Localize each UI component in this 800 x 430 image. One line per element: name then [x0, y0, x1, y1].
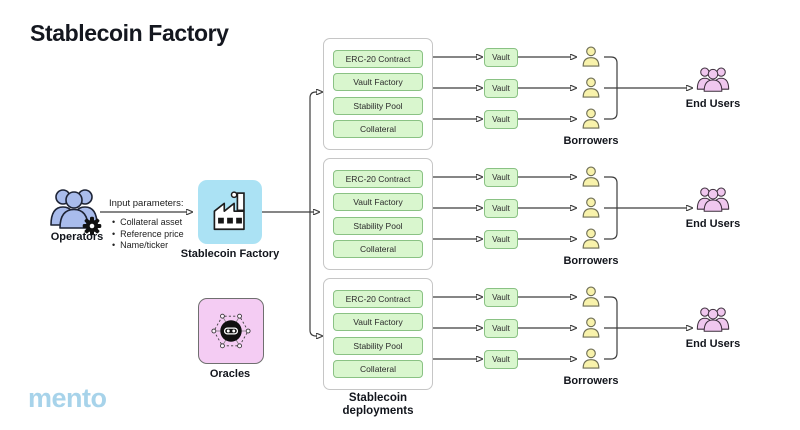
- component-box-collateral: Collateral: [333, 119, 423, 138]
- deployment-row: ERC-20 Contract Vault Factory Stability …: [323, 278, 743, 390]
- input-parameters-label: Input parameters:: [109, 198, 184, 209]
- factory-label: Stablecoin Factory: [180, 248, 280, 260]
- borrower-person-icon: [582, 317, 600, 338]
- borrowers-label: Borrowers: [563, 375, 619, 387]
- end-users-people-icon: [696, 187, 730, 212]
- vault-box: Vault: [484, 168, 518, 187]
- deployments-caption-line1: Stablecoin: [348, 392, 408, 404]
- end-users-node: End Users: [673, 66, 753, 111]
- component-box-collateral: Collateral: [333, 239, 423, 258]
- input-parameters-list: Collateral asset Reference price Name/ti…: [112, 217, 184, 252]
- vault-box: Vault: [484, 110, 518, 129]
- gear-icon: [82, 216, 102, 236]
- end-users-people-icon: [696, 307, 730, 332]
- operators-people-gear-icon: [50, 189, 102, 236]
- factory-icon: [213, 191, 245, 231]
- input-parameter-item: Name/ticker: [112, 240, 184, 252]
- deployments-caption-line2: deployments: [342, 405, 414, 418]
- oracles-label: Oracles: [209, 368, 251, 380]
- end-users-label: End Users: [685, 98, 741, 110]
- component-box-vault-factory: Vault Factory: [333, 193, 423, 212]
- mento-logo: mento: [28, 383, 107, 413]
- vault-box: Vault: [484, 230, 518, 249]
- end-users-node: End Users: [673, 186, 753, 231]
- component-box-stability-pool: Stability Pool: [333, 96, 423, 115]
- borrower-person-icon: [582, 286, 600, 307]
- end-users-people-icon: [696, 67, 730, 92]
- deployment-group-box: ERC-20 Contract Vault Factory Stability …: [323, 38, 433, 150]
- component-box-stability-pool: Stability Pool: [333, 216, 423, 235]
- borrowers-label: Borrowers: [563, 255, 619, 267]
- oracle-network-icon: [211, 313, 251, 349]
- component-box-collateral: Collateral: [333, 359, 423, 378]
- end-users-node: End Users: [673, 306, 753, 351]
- borrower-person-icon: [582, 77, 600, 98]
- end-users-label: End Users: [685, 338, 741, 350]
- borrower-person-icon: [582, 108, 600, 129]
- borrower-person-icon: [582, 228, 600, 249]
- component-box-erc20: ERC-20 Contract: [333, 290, 423, 308]
- deployment-group-box: ERC-20 Contract Vault Factory Stability …: [323, 158, 433, 270]
- deployment-row: ERC-20 Contract Vault Factory Stability …: [323, 38, 743, 150]
- input-parameter-item: Reference price: [112, 229, 184, 241]
- input-parameter-item: Collateral asset: [112, 217, 184, 229]
- vault-box: Vault: [484, 350, 518, 369]
- component-box-vault-factory: Vault Factory: [333, 73, 423, 92]
- vault-box: Vault: [484, 288, 518, 307]
- borrower-person-icon: [582, 166, 600, 187]
- deployment-group-box: ERC-20 Contract Vault Factory Stability …: [323, 278, 433, 390]
- oracle-box: [198, 298, 264, 364]
- deployment-row: ERC-20 Contract Vault Factory Stability …: [323, 158, 743, 270]
- borrowers-label: Borrowers: [563, 135, 619, 147]
- vault-box: Vault: [484, 319, 518, 338]
- end-users-label: End Users: [685, 218, 741, 230]
- component-box-vault-factory: Vault Factory: [333, 313, 423, 332]
- operators-node: [46, 186, 108, 241]
- vault-box: Vault: [484, 79, 518, 98]
- borrower-person-icon: [582, 197, 600, 218]
- component-box-erc20: ERC-20 Contract: [333, 170, 423, 188]
- vault-box: Vault: [484, 199, 518, 218]
- deployments-caption: Stablecoin deployments: [323, 392, 433, 418]
- borrower-person-icon: [582, 46, 600, 67]
- component-box-stability-pool: Stability Pool: [333, 336, 423, 355]
- component-box-erc20: ERC-20 Contract: [333, 50, 423, 68]
- borrower-person-icon: [582, 348, 600, 369]
- operators-label: Operators: [50, 231, 104, 243]
- page-title: Stablecoin Factory: [30, 20, 229, 46]
- vault-box: Vault: [484, 48, 518, 67]
- factory-box: [198, 180, 262, 244]
